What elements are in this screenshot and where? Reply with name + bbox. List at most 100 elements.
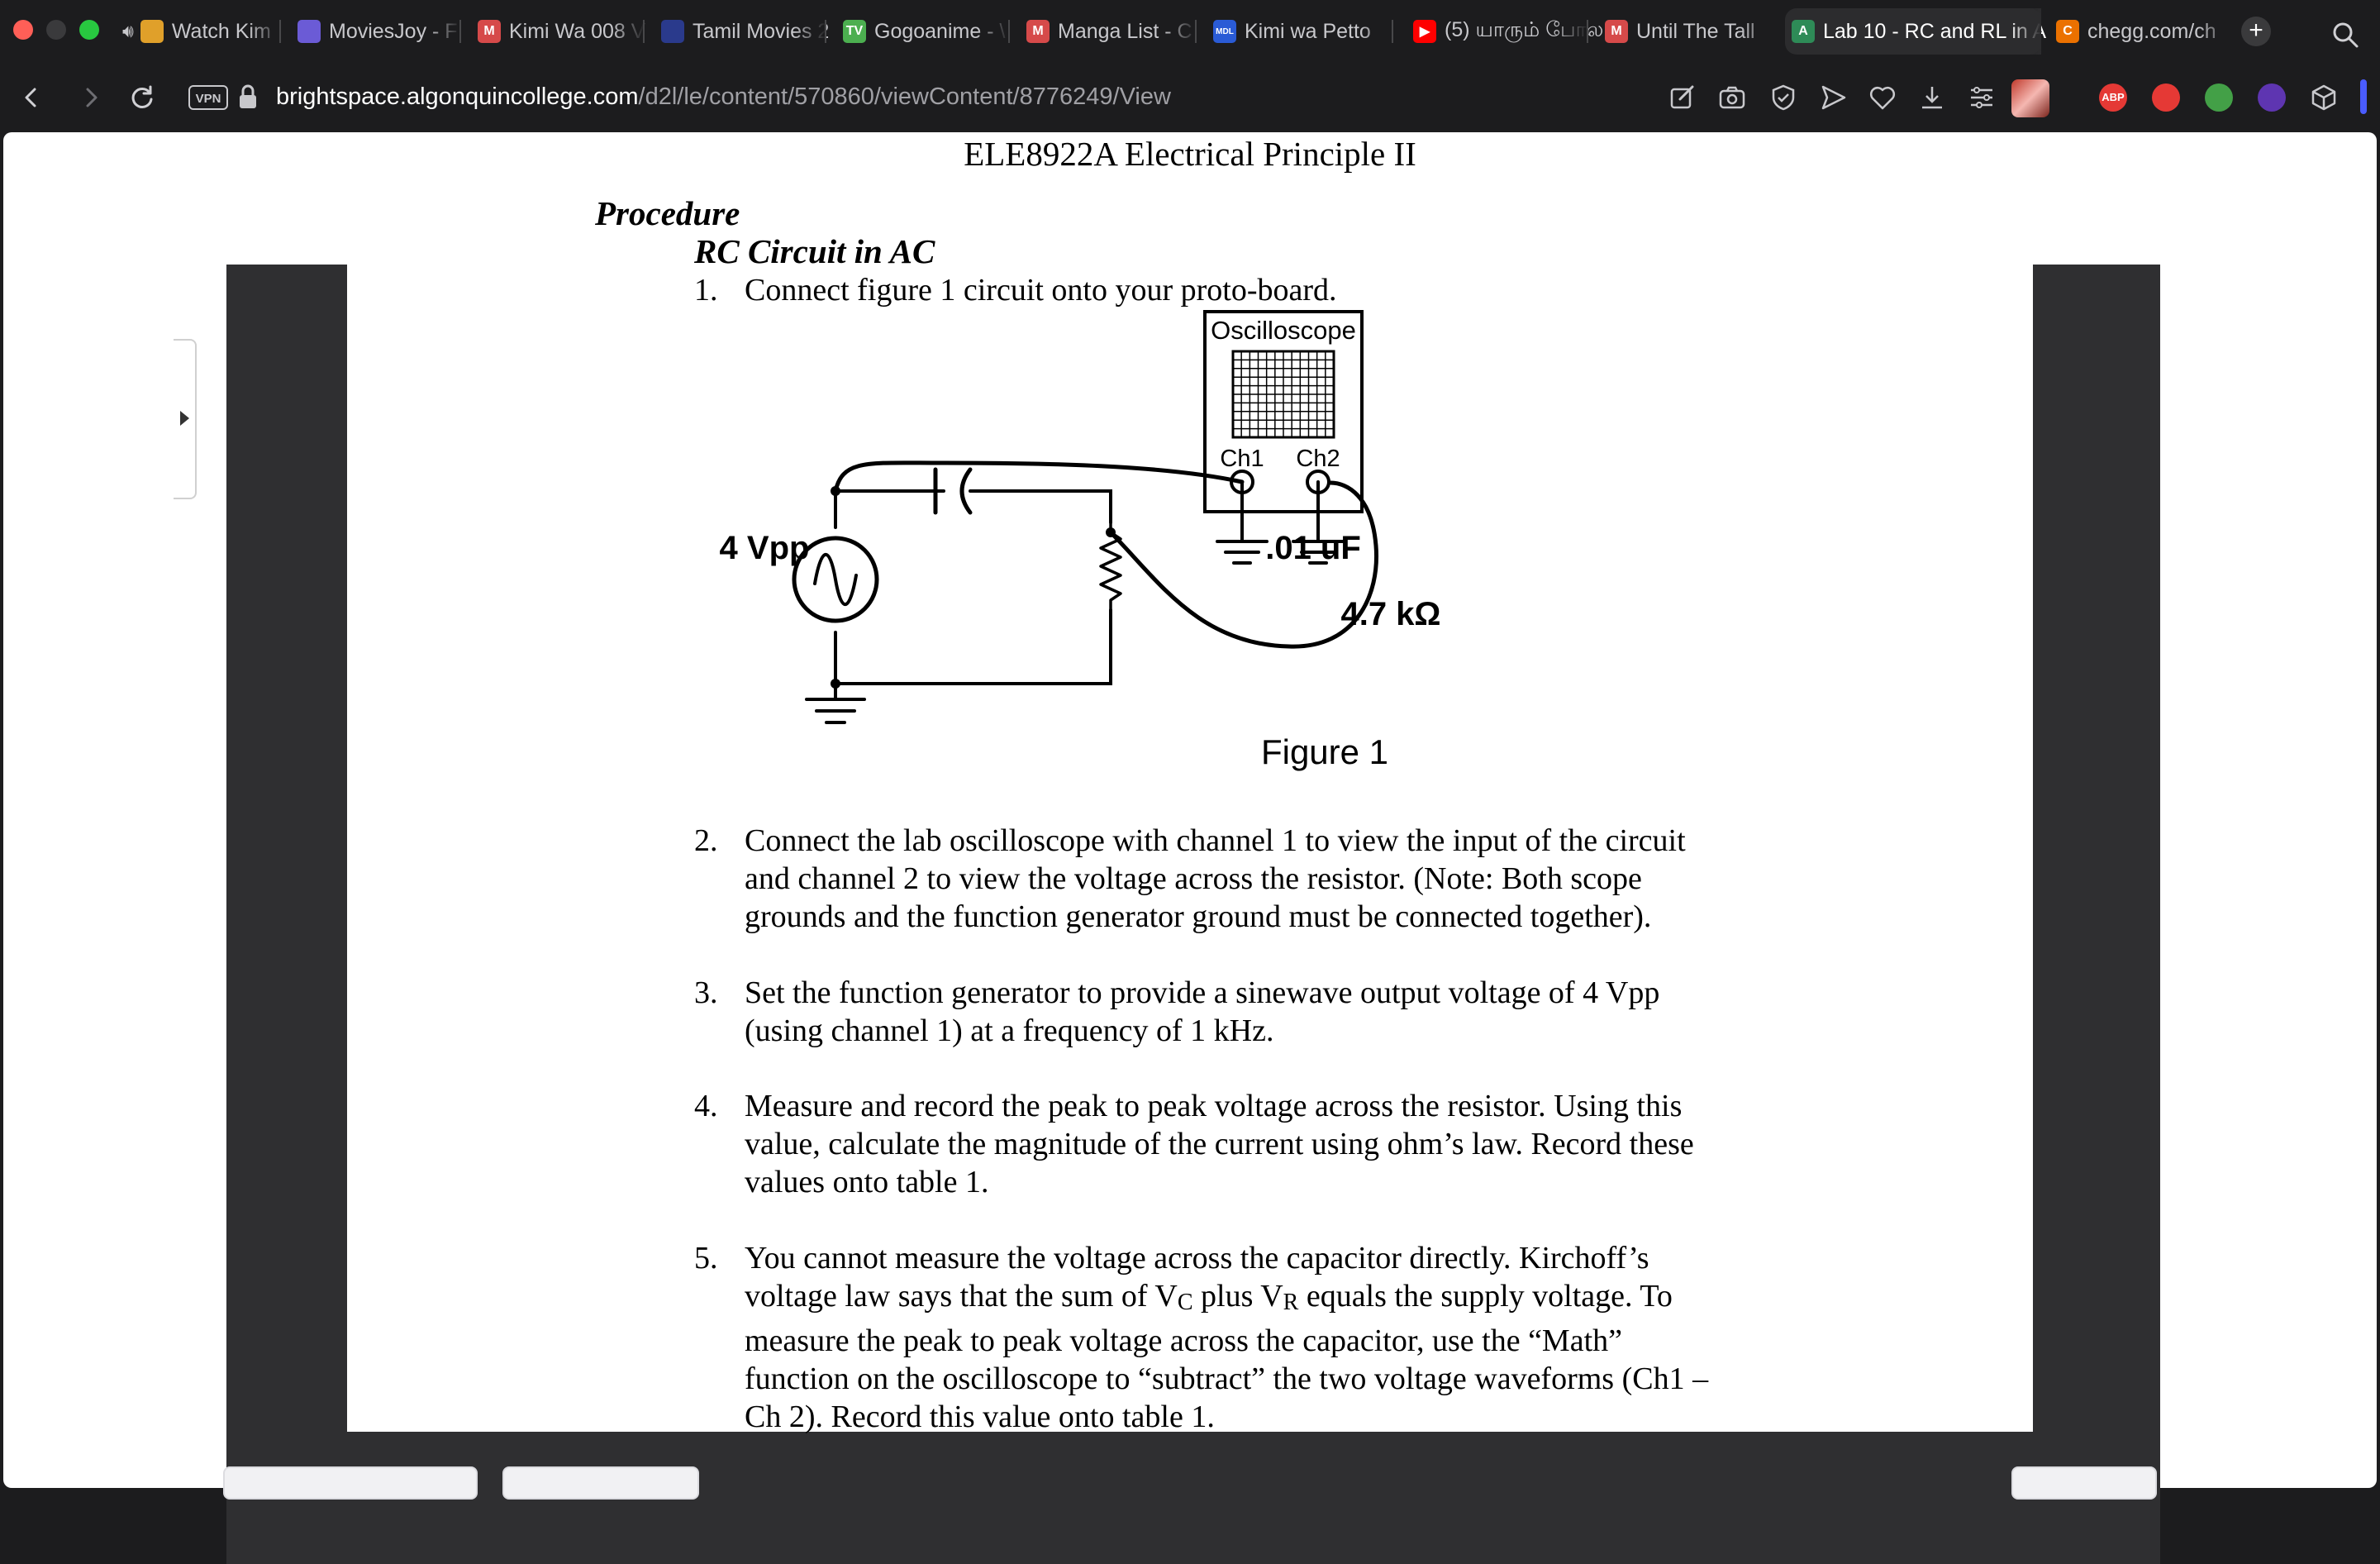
reload-icon[interactable] (126, 81, 159, 114)
extensions-cube-icon[interactable] (2309, 83, 2339, 112)
mdl-icon: MDL (1213, 20, 1236, 43)
camera-icon[interactable] (1717, 83, 1747, 112)
maximize-window-button[interactable] (79, 20, 99, 40)
side-panel-toggle[interactable] (174, 339, 197, 499)
address-bar[interactable]: brightspace.algonquincollege.com/d2l/le/… (276, 79, 1171, 114)
minimize-window-button[interactable] (46, 20, 66, 40)
manga-m-icon: M (478, 20, 501, 43)
next-topic-button[interactable] (502, 1466, 699, 1500)
oscilloscope-label: Oscilloscope (1211, 316, 1356, 345)
shield-extension-icon[interactable] (2152, 83, 2180, 112)
edit-icon[interactable] (1668, 83, 1697, 112)
tab-1[interactable]: 🔊︎Watch Kim (116, 8, 281, 55)
step-number: 2. (694, 823, 718, 858)
profile-avatar[interactable] (2011, 79, 2049, 117)
ch2-label: Ch2 (1296, 446, 1340, 472)
close-window-button[interactable] (13, 20, 33, 40)
green-shield-icon[interactable] (2205, 83, 2233, 112)
oscilloscope-screen (1231, 350, 1335, 439)
step-line: grounds and the function generator groun… (745, 899, 1652, 934)
ch1-label: Ch1 (1220, 446, 1264, 472)
download-icon[interactable] (1917, 83, 1947, 112)
step-line: function on the oscilloscope to “subtrac… (745, 1361, 1709, 1396)
easy-setup-icon[interactable] (1967, 83, 1997, 112)
lock-icon[interactable] (238, 83, 258, 110)
capacitor-value-label: .01 uF (1265, 530, 1361, 566)
chegg-icon: C (2056, 20, 2079, 43)
forward-icon[interactable] (74, 81, 107, 114)
manga-m-icon: M (1026, 20, 1050, 43)
page-nav-button[interactable] (2011, 1466, 2157, 1500)
manga-m-icon: M (1605, 20, 1628, 43)
purple-extension-icon[interactable] (2258, 83, 2286, 112)
circuit-diagram: Oscilloscope Ch1 Ch2 4 Vpp .01 uF 4.7 kΩ… (720, 310, 1441, 771)
ch1-probe-wire (833, 460, 1245, 494)
step-number: 5. (694, 1241, 718, 1276)
heart-icon[interactable] (1868, 83, 1897, 112)
step-line: and channel 2 to view the voltage across… (745, 861, 1642, 896)
step-line: Set the function generator to provide a … (745, 975, 1660, 1010)
document-page: ELE8922A Electrical Principle II Procedu… (347, 132, 2033, 1434)
step-line: measure the peak to peak voltage across … (745, 1323, 1623, 1358)
tab-4[interactable]: Tamil Movies 2 (654, 8, 829, 55)
step-number: 3. (694, 975, 718, 1010)
circuit-wire (834, 489, 937, 529)
vpn-badge[interactable]: VPN (188, 85, 228, 110)
previous-topic-button[interactable] (223, 1466, 478, 1500)
step-line: Ch 2). Record this value onto table 1. (745, 1399, 1215, 1434)
procedure-heading: Procedure (595, 194, 740, 232)
source-voltage-label: 4 Vpp (720, 530, 810, 566)
resistor-value-label: 4.7 kΩ (1340, 596, 1440, 632)
ch2-probe-wire (1108, 480, 1379, 649)
search-tabs-icon[interactable] (2330, 20, 2360, 50)
tab-title: Kimi wa Petto (1245, 19, 1371, 43)
adblock-icon[interactable]: ABP (2099, 83, 2127, 112)
moviesjoy-icon (298, 20, 321, 43)
document-header: ELE8922A Electrical Principle II (964, 135, 1416, 173)
step-line: (using channel 1) at a frequency of 1 kH… (745, 1013, 1274, 1048)
step-line: voltage law says that the sum of VC plus… (745, 1279, 1673, 1315)
step-line: value, calculate the magnitude of the cu… (745, 1127, 1694, 1161)
tab-7[interactable]: MDL Kimi wa Petto (1207, 8, 1393, 55)
circuit-wire (969, 489, 1112, 524)
brightspace-icon: A (1792, 20, 1815, 43)
figure-caption: Figure 1 (1261, 732, 1388, 771)
audio-speaker-icon (140, 20, 164, 43)
sidebar-toggle[interactable] (2360, 79, 2367, 114)
section-heading: RC Circuit in AC (694, 232, 935, 270)
capacitor-symbol (933, 467, 973, 515)
tab-title: chegg.com/ch (2087, 19, 2216, 43)
step-number: 4. (694, 1089, 718, 1123)
ch1-ground-symbol (1216, 540, 1269, 565)
step-line: values onto table 1. (745, 1165, 989, 1199)
expand-arrow-icon (180, 411, 189, 426)
step-line: Connect the lab oscilloscope with channe… (745, 823, 1686, 858)
url-path: /d2l/le/content/570860/viewContent/87762… (638, 83, 1171, 110)
circuit-wire (834, 608, 1112, 685)
step-line: Connect figure 1 circuit onto your proto… (745, 273, 1337, 308)
tamil-movies-icon (661, 20, 684, 43)
step-line: You cannot measure the voltage across th… (745, 1241, 1649, 1276)
speaker-icon[interactable]: 🔊︎ (122, 21, 134, 41)
url-host: brightspace.algonquincollege.com (276, 83, 639, 110)
step-number: 1. (694, 273, 718, 308)
back-icon[interactable] (15, 81, 48, 114)
shield-check-icon[interactable] (1768, 83, 1798, 112)
tab-8[interactable]: ▶(5) யாரும் போல (1407, 8, 1603, 55)
ac-source-symbol (792, 536, 879, 623)
gogoanime-icon: TV (843, 20, 866, 43)
new-tab-button[interactable]: + (2241, 17, 2271, 46)
sine-wave-icon (813, 552, 858, 607)
step-line: Measure and record the peak to peak volt… (745, 1089, 1683, 1123)
ground-symbol (805, 682, 866, 724)
ch2-ground-symbol (1292, 540, 1345, 565)
tab-2[interactable]: MoviesJoy - F (291, 8, 461, 55)
send-icon[interactable] (1818, 83, 1848, 112)
